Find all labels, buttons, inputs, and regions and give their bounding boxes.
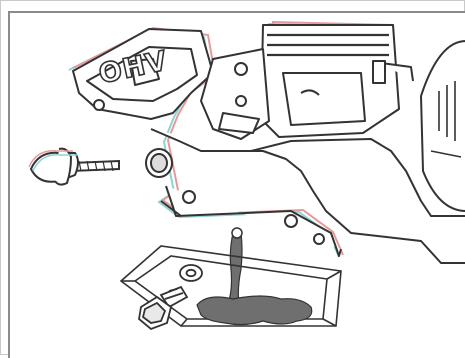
oil-puddle <box>197 296 312 325</box>
washer-icon <box>180 265 202 281</box>
drain-bolt-icon <box>139 287 187 329</box>
oil-stream <box>227 233 242 305</box>
dipstick-cap-icon <box>31 149 172 185</box>
flywheel-cover <box>421 41 465 211</box>
crankcase-base <box>151 129 465 263</box>
